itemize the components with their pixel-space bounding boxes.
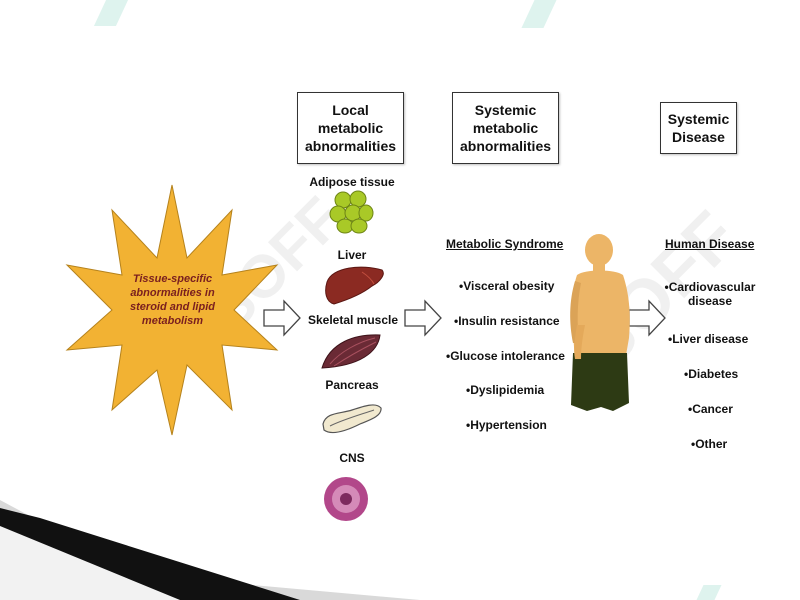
liver-icon xyxy=(325,266,384,305)
label-skeletal-muscle: Skeletal muscle xyxy=(307,313,399,327)
label-human-disease: Human Disease xyxy=(665,237,755,251)
header-systemic-metabolic: Systemic metabolic abnormalities xyxy=(452,92,559,164)
starburst-polygon xyxy=(65,184,279,436)
header-systemic-disease: Systemic Disease xyxy=(660,102,737,154)
header-disease-line-1: Systemic xyxy=(667,111,730,127)
arrow-right-icon xyxy=(628,299,666,337)
starburst-text: Tissue-specific abnormalities in steroid… xyxy=(110,272,235,328)
watermark-mark-top-left xyxy=(93,0,129,26)
header-disease-line-2: Disease xyxy=(672,129,725,145)
header-systemic-line-1: Systemic xyxy=(474,102,537,118)
label-metabolic-syndrome: Metabolic Syndrome xyxy=(446,237,564,251)
syndrome-item-visceral-obesity: •Visceral obesity xyxy=(459,279,555,293)
disease-item-liver: •Liver disease xyxy=(668,332,749,346)
adipose-cells-icon xyxy=(329,190,374,234)
human-torso-illustration xyxy=(570,234,630,411)
syndrome-item-dyslipidemia: •Dyslipidemia xyxy=(466,383,545,397)
label-adipose-tissue: Adipose tissue xyxy=(309,175,395,189)
header-local-line-2: metabolic xyxy=(317,120,384,136)
pancreas-icon xyxy=(322,404,382,434)
disease-item-cardiovascular: •Cardiovascular disease xyxy=(660,280,760,308)
muscle-icon xyxy=(321,334,381,369)
arrow-right-icon xyxy=(263,299,301,337)
label-liver: Liver xyxy=(337,248,367,262)
disease-item-other: •Other xyxy=(691,437,728,451)
header-systemic-line-3: abnormalities xyxy=(459,138,552,154)
label-cns: CNS xyxy=(339,451,365,465)
starburst-line-4: metabolism xyxy=(141,315,204,327)
brain-icon xyxy=(324,477,368,521)
starburst-line-2: abnormalities in xyxy=(130,287,215,299)
disease-cardio-line-1: •Cardiovascular xyxy=(664,280,756,294)
starburst-shape xyxy=(65,184,279,436)
header-systemic-line-2: metabolic xyxy=(472,120,539,136)
syndrome-item-hypertension: •Hypertension xyxy=(466,418,547,432)
starburst-line-3: steroid and lipid xyxy=(130,301,215,313)
disease-item-diabetes: •Diabetes xyxy=(684,367,739,381)
arrow-right-icon xyxy=(404,299,442,337)
header-local-line-3: abnormalities xyxy=(304,138,397,154)
syndrome-item-glucose-intolerance: •Glucose intolerance xyxy=(446,349,565,363)
syndrome-item-insulin-resistance: •Insulin resistance xyxy=(454,314,560,328)
slide-bottom-shadow xyxy=(0,500,420,600)
header-local-metabolic: Local metabolic abnormalities xyxy=(297,92,404,164)
label-pancreas: Pancreas xyxy=(325,378,379,392)
starburst-line-1: Tissue-specific xyxy=(132,273,213,285)
disease-item-cancer: •Cancer xyxy=(688,402,733,416)
header-local-line-1: Local xyxy=(332,102,369,118)
watermark-mark-top-right xyxy=(521,0,557,28)
disease-cardio-line-2: disease xyxy=(687,294,733,308)
